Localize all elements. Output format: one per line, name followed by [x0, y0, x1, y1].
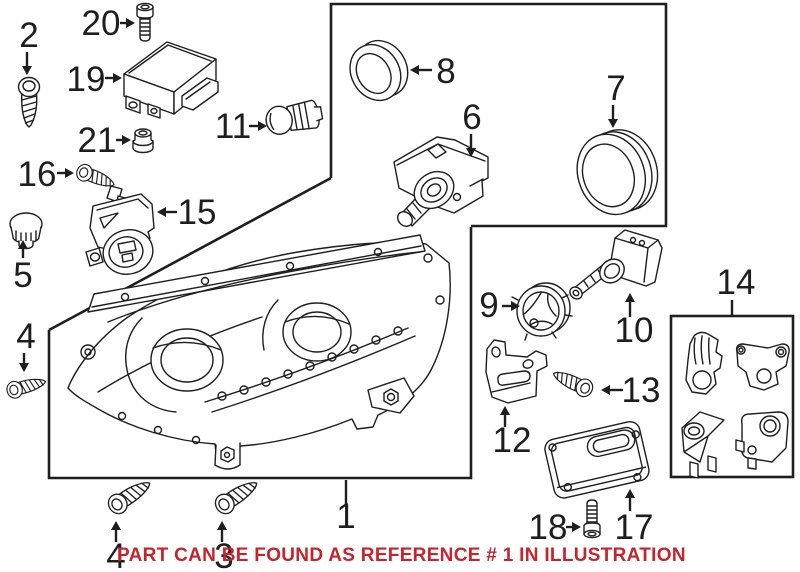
part-7-label: 7	[606, 69, 625, 108]
part-8-label: 8	[436, 52, 455, 91]
part-9-label: 9	[479, 286, 498, 325]
part-14-bracket-kit	[681, 331, 790, 479]
part-10-label: 10	[615, 311, 654, 350]
part-13-screw	[549, 364, 597, 400]
part-4-screw-left	[4, 372, 49, 401]
callout-17: 17	[615, 489, 654, 547]
part-7-seal-ring	[576, 129, 659, 216]
callout-10: 10	[615, 293, 654, 350]
callout-3: 3	[214, 521, 234, 572]
callout-15: 15	[157, 193, 216, 232]
part-18-label: 18	[529, 508, 568, 547]
part-15-igniter	[85, 185, 155, 275]
reference-notice: PART CAN BE FOUND AS REFERENCE # 1 IN IL…	[117, 545, 686, 566]
part-19-control-module	[123, 41, 219, 119]
part-5-cap	[9, 212, 43, 250]
part-6-label: 6	[462, 98, 481, 137]
part-5-label: 5	[13, 256, 32, 295]
part-12-label: 12	[493, 421, 532, 460]
callout-7: 7	[606, 69, 626, 128]
callout-12: 12	[493, 406, 532, 460]
part-21-label: 21	[78, 121, 117, 160]
part-17-label: 17	[615, 508, 654, 547]
part-4-label-bottom: 4	[106, 537, 125, 572]
callout-8: 8	[410, 52, 456, 91]
callout-16: 16	[18, 155, 74, 194]
part-14-label: 14	[717, 263, 756, 302]
part-20-bolt	[136, 2, 154, 42]
callout-6: 6	[462, 98, 482, 157]
part-3-screw	[211, 474, 263, 518]
part-20-label: 20	[82, 4, 121, 43]
callout-1: 1	[336, 480, 356, 536]
callout-2: 2	[19, 16, 39, 75]
part-6-leveling-motor	[393, 136, 489, 227]
part-11-label: 11	[215, 107, 251, 146]
part-21-nut	[132, 128, 154, 154]
part-13-label: 13	[622, 371, 661, 410]
part-17-ballast	[544, 420, 650, 499]
part-10-xenon-bulb	[569, 229, 663, 300]
callout-4-bottom: 4	[106, 521, 126, 572]
seals-frame-box	[329, 2, 668, 228]
callout-11: 11	[215, 107, 267, 146]
part-2-screw	[17, 76, 41, 128]
part-4-label-left: 4	[16, 317, 35, 356]
callout-19: 19	[67, 60, 122, 99]
part-8-seal-ring	[349, 39, 409, 102]
callout-21: 21	[78, 121, 131, 160]
callout-13: 13	[601, 371, 660, 410]
part-2-label: 2	[19, 16, 38, 55]
callout-5: 5	[13, 240, 33, 295]
part-3-label: 3	[214, 537, 233, 572]
callout-9: 9	[479, 286, 520, 325]
part-1-label: 1	[336, 497, 355, 536]
part-9-retainer	[511, 282, 573, 341]
part-1-headlight-assembly	[67, 234, 451, 470]
part-16-label: 16	[18, 155, 57, 194]
part-12-bracket	[485, 339, 548, 404]
callout-18: 18	[529, 508, 581, 547]
part-18-bolt	[583, 499, 601, 539]
callout-20: 20	[82, 4, 135, 43]
callout-14: 14	[717, 263, 756, 316]
part-15-label: 15	[178, 193, 217, 232]
part-11-bulb-socket	[265, 99, 324, 135]
callout-4-left: 4	[16, 317, 36, 372]
part-19-label: 19	[67, 60, 106, 99]
part-4-screw-bottom	[104, 474, 156, 518]
